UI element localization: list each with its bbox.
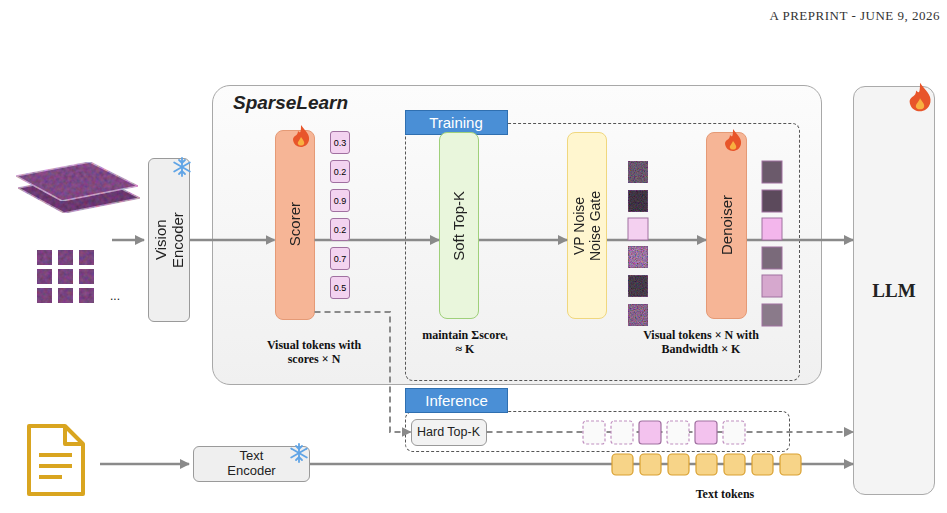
input-arrow [112,239,144,242]
score-token: 0.2 [330,160,350,183]
caption-note: Visual tokens × N with Bandwidth × K [636,328,766,357]
caption-note: maintain Σscoreᵢ ≈ K [422,328,508,357]
flow-arrow [479,239,567,242]
trainable-icon [293,125,309,147]
scorer-box: Scorer [275,130,315,320]
page-header: A PREPRINT - JUNE 9, 2026 [640,8,940,24]
llm-box: LLM [853,86,935,495]
frozen-icon [174,158,190,176]
denoiser-box: Denoiser [706,132,747,319]
box-label: Soft Top-K [450,191,467,261]
topk-box: Soft Top-K [439,132,479,319]
encoder-box: Text Encoder [193,446,310,482]
denoised-tokens [762,161,782,326]
dashed-arrow [315,312,411,432]
box-label: LLM [872,280,915,302]
region-tab: Training [405,110,508,135]
score-token: 0.3 [330,131,350,154]
flow-arrow [607,239,706,242]
box-label: Vision Encoder [152,202,187,278]
text-token-row [612,454,801,475]
caption-note: Visual tokens with scores × N [264,338,364,367]
module-title: SparseLearn [233,92,348,114]
box-label: Scorer [286,202,303,246]
selected-tokens [583,421,745,444]
encoder-box: Vision Encoder [148,158,190,322]
score-token: 0.9 [330,189,350,212]
score-token: 0.2 [330,218,350,241]
noise-gate-box: VP Noise Noise Gate [567,132,607,319]
box-label: Denoiser [718,195,735,255]
ellipsis: ... [104,289,126,303]
box-label: Hard Top-K [417,425,480,439]
region-tab: Inference [405,388,508,413]
box-label: Text Encoder [222,449,282,479]
box-label: VP Noise Noise Gate [571,186,603,266]
hard-topk-box: Hard Top-K [411,419,487,446]
image-tiles [37,250,94,303]
trainable-icon [910,83,931,112]
flow-arrow [190,239,275,242]
noisy-tokens [628,161,648,326]
frozen-icon [291,444,307,462]
score-token: 0.5 [330,276,350,299]
caption-note: Text tokens [670,487,780,501]
document-icon [29,426,83,494]
trainable-icon [725,129,741,151]
input-arrow [100,463,189,466]
slide-stack [16,162,140,213]
score-token: 0.7 [330,247,350,270]
